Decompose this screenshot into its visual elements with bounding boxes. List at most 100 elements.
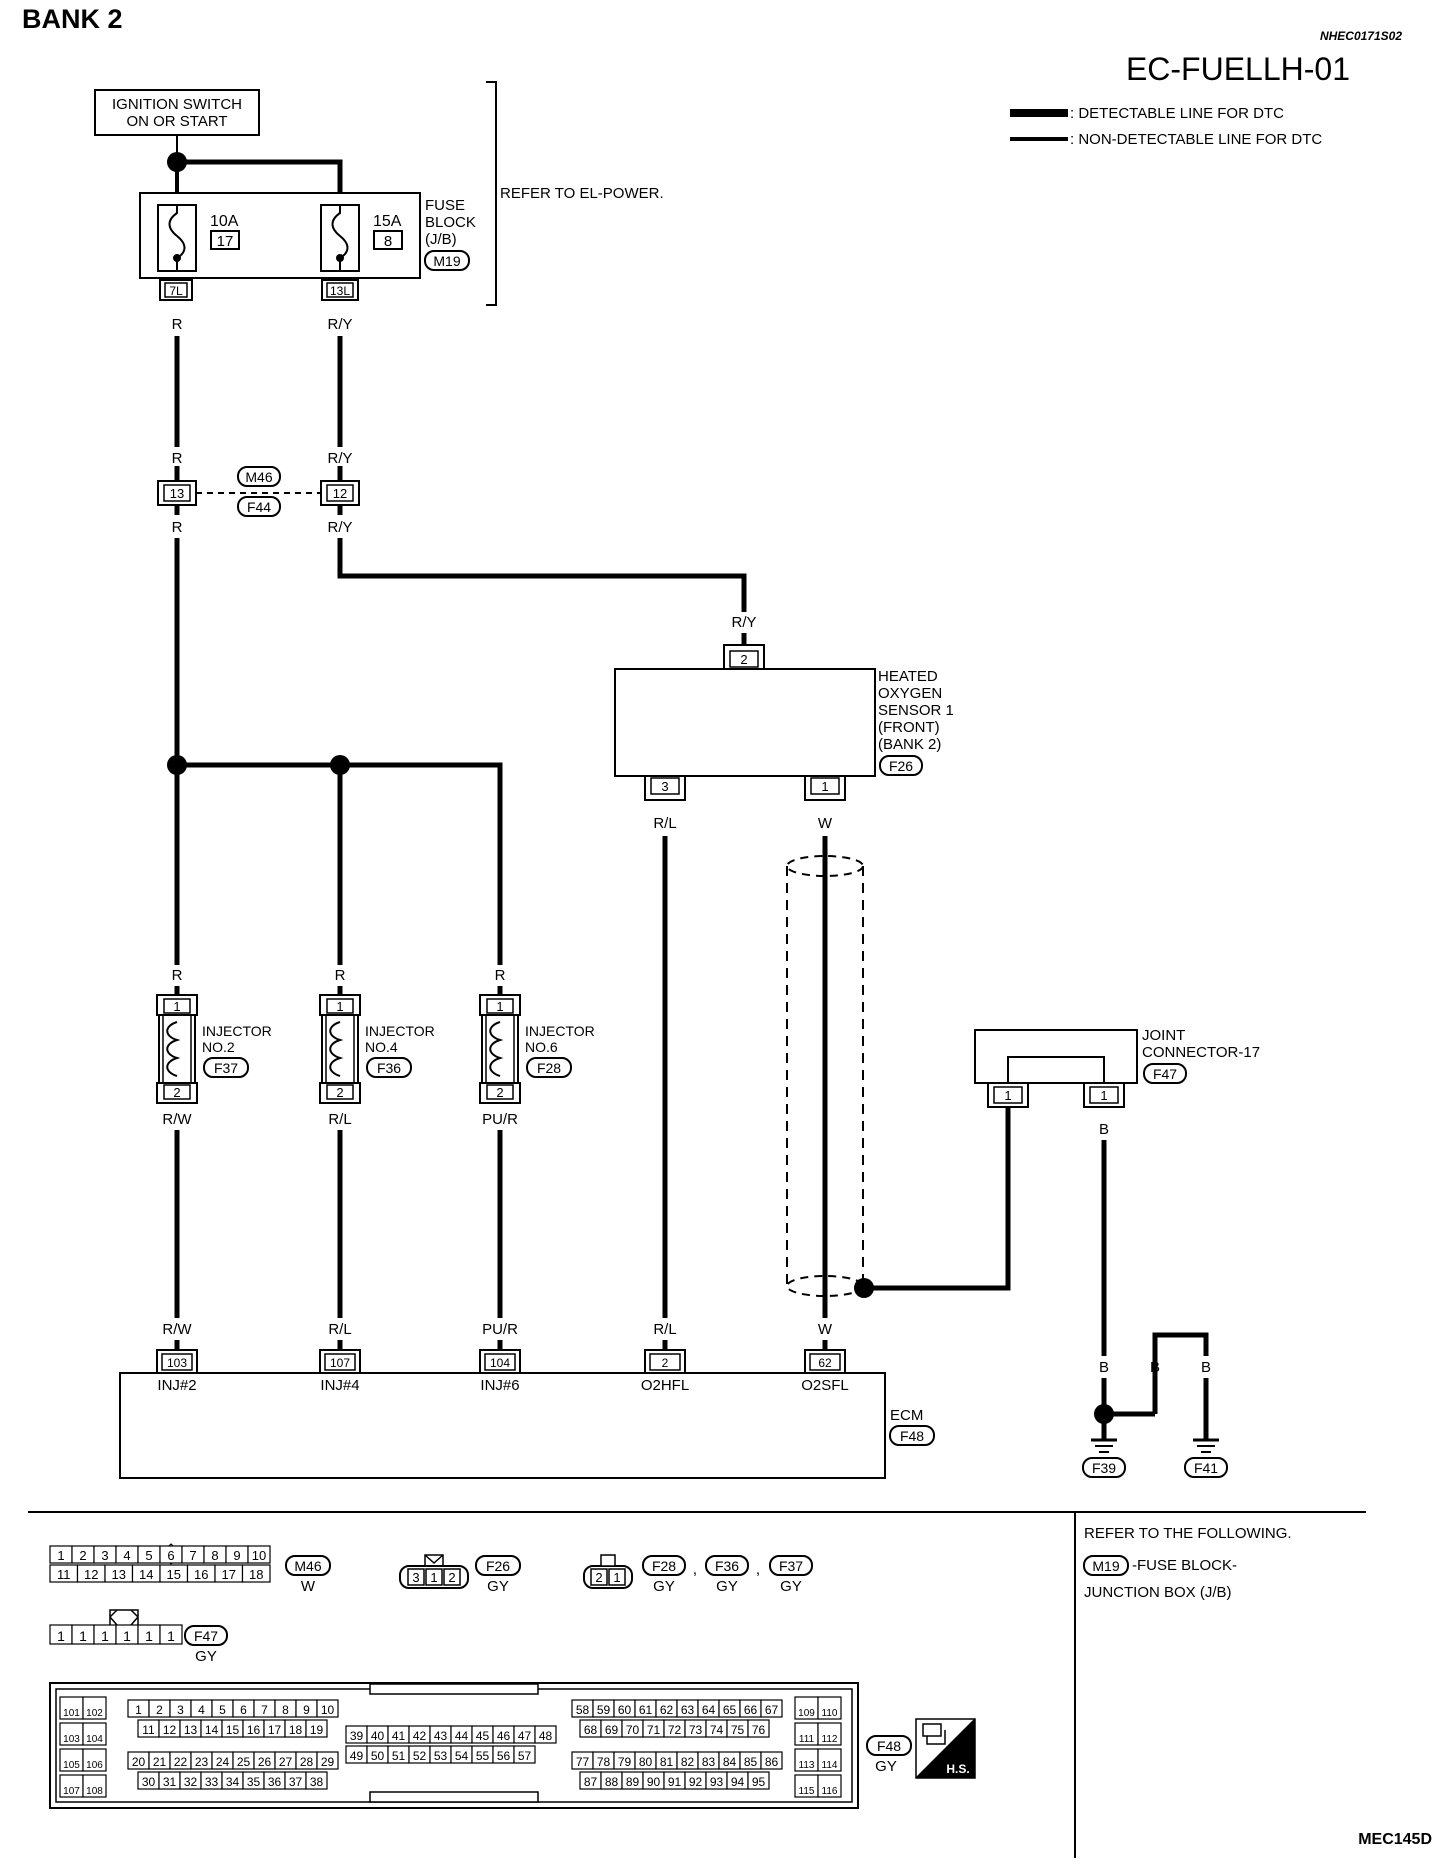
pin-label: 93: [710, 1775, 724, 1789]
legend-detectable-label: : DETECTABLE LINE FOR DTC: [1070, 105, 1284, 122]
f36-color: GY: [716, 1578, 738, 1595]
pin-label: 4: [198, 1703, 205, 1717]
ignition-label-1: IGNITION SWITCH: [112, 96, 242, 113]
f47-color: GY: [195, 1648, 217, 1665]
svg-text:2: 2: [336, 1085, 343, 1100]
pin-label: 15: [226, 1723, 240, 1737]
wire-label: B: [1099, 1359, 1109, 1376]
pin-label: 8: [211, 1548, 218, 1563]
injector-no6: 1 2: [479, 994, 521, 1104]
pin-label: 10: [252, 1548, 266, 1563]
pin-label: 51: [392, 1749, 406, 1763]
pin-label: 21: [153, 1755, 167, 1769]
ignition-switch: IGNITION SWITCH ON OR START: [94, 89, 260, 136]
refer-el-power: REFER TO EL-POWER.: [500, 185, 664, 202]
pin-label: 17: [268, 1723, 282, 1737]
doc-code: NHEC0171S02: [1320, 29, 1402, 43]
pin-label: 22: [174, 1755, 188, 1769]
fuse-15a-number: 8: [384, 233, 392, 250]
svg-text:2: 2: [662, 1356, 669, 1370]
pin-label: 1: [167, 1628, 175, 1644]
wire-label: B: [1201, 1359, 1211, 1376]
pin-label: 14: [205, 1723, 219, 1737]
svg-text:3: 3: [412, 1570, 419, 1585]
wire-label: R/L: [653, 1321, 676, 1338]
svg-text:13L: 13L: [330, 284, 350, 298]
fuse-15a-rating: 15A: [373, 213, 402, 230]
fuse-10a-rating: 10A: [210, 213, 239, 230]
pin-label: 87: [584, 1775, 598, 1789]
pin-label: 3: [101, 1548, 108, 1563]
pin-label: 1: [145, 1628, 153, 1644]
pin-label: 111: [799, 1734, 815, 1745]
f37-color: GY: [780, 1578, 802, 1595]
o2-label-2: OXYGEN: [878, 685, 942, 702]
pin-cell: [82, 1722, 107, 1746]
pin-label: 95: [752, 1775, 766, 1789]
connector-view-injectors: 2 1: [583, 1554, 633, 1589]
pin-label: 20: [132, 1755, 146, 1769]
fuse-block-label-1: FUSE: [425, 197, 465, 214]
svg-text:1: 1: [613, 1570, 620, 1585]
f47-connector-badge: [184, 1625, 228, 1646]
pin-label: 42: [413, 1729, 427, 1743]
ecm-terminal-name: INJ#4: [320, 1377, 359, 1394]
wire-label: R/W: [162, 1321, 192, 1338]
svg-text:2: 2: [173, 1085, 180, 1100]
o2-connector-badge: [879, 755, 923, 776]
pin-label: 90: [647, 1775, 661, 1789]
wire-label: R: [172, 519, 183, 536]
terminal-7l: 7L: [159, 279, 193, 301]
joint-connector: F47: [1153, 1066, 1177, 1082]
pin-label: 81: [660, 1755, 674, 1769]
pin-label: 16: [194, 1567, 208, 1582]
pin-label: 56: [497, 1749, 511, 1763]
f47-connector: F47: [194, 1628, 218, 1644]
diagram-id: EC-FUELLH-01: [1126, 51, 1350, 87]
pin-label: 64: [702, 1703, 716, 1717]
injector-no4-label-2: NO.4: [365, 1039, 398, 1055]
pin-label: 114: [822, 1760, 838, 1771]
injector-no2-label-2: NO.2: [202, 1039, 235, 1055]
ecm-connector-badge: [889, 1425, 935, 1446]
pin-cell: [534, 1725, 557, 1744]
pin-label: 72: [668, 1723, 682, 1737]
harness-connector-m46-f44: 13 12 M46 F44: [157, 466, 360, 517]
pin-label: 115: [799, 1786, 815, 1797]
pin-label: 14: [139, 1567, 153, 1582]
o2-label-3: SENSOR 1: [878, 702, 954, 719]
pin-cell: [817, 1722, 842, 1746]
pin-label: 8: [282, 1703, 289, 1717]
refer-line-1: REFER TO THE FOLLOWING.: [1084, 1525, 1292, 1542]
pin-label: 10: [321, 1703, 335, 1717]
pin-label: 3: [177, 1703, 184, 1717]
pin-label: 104: [86, 1734, 103, 1745]
wire-label: R/L: [653, 815, 676, 832]
wire-label: R/Y: [327, 450, 352, 467]
ground-connector-badge: [1184, 1457, 1228, 1478]
pin-label: 6: [167, 1548, 174, 1563]
pin-label: 108: [86, 1786, 103, 1797]
pin-label: 18: [249, 1567, 263, 1582]
pin-label: 35: [247, 1775, 261, 1789]
refer-line-3: JUNCTION BOX (J/B): [1084, 1584, 1232, 1601]
pin-label: 103: [63, 1734, 80, 1745]
wire-label: R: [172, 450, 183, 467]
pin-label: 44: [455, 1729, 469, 1743]
wire-label: R/Y: [327, 519, 352, 536]
svg-text:F44: F44: [247, 499, 271, 515]
ground-icon: [1091, 1438, 1117, 1453]
pin-label: 1: [101, 1628, 109, 1644]
pin-label: 92: [689, 1775, 703, 1789]
pin-label: 65: [723, 1703, 737, 1717]
pin-cell: [817, 1774, 842, 1798]
svg-text:13: 13: [170, 486, 184, 501]
pin-label: 37: [289, 1775, 303, 1789]
wire-label: B: [1099, 1121, 1109, 1138]
wire-label: R: [172, 316, 183, 333]
wire-label: W: [818, 815, 833, 832]
pin-label: 50: [371, 1749, 385, 1763]
injector-no4-connector-badge: [366, 1057, 412, 1078]
pin-label: 5: [145, 1548, 152, 1563]
